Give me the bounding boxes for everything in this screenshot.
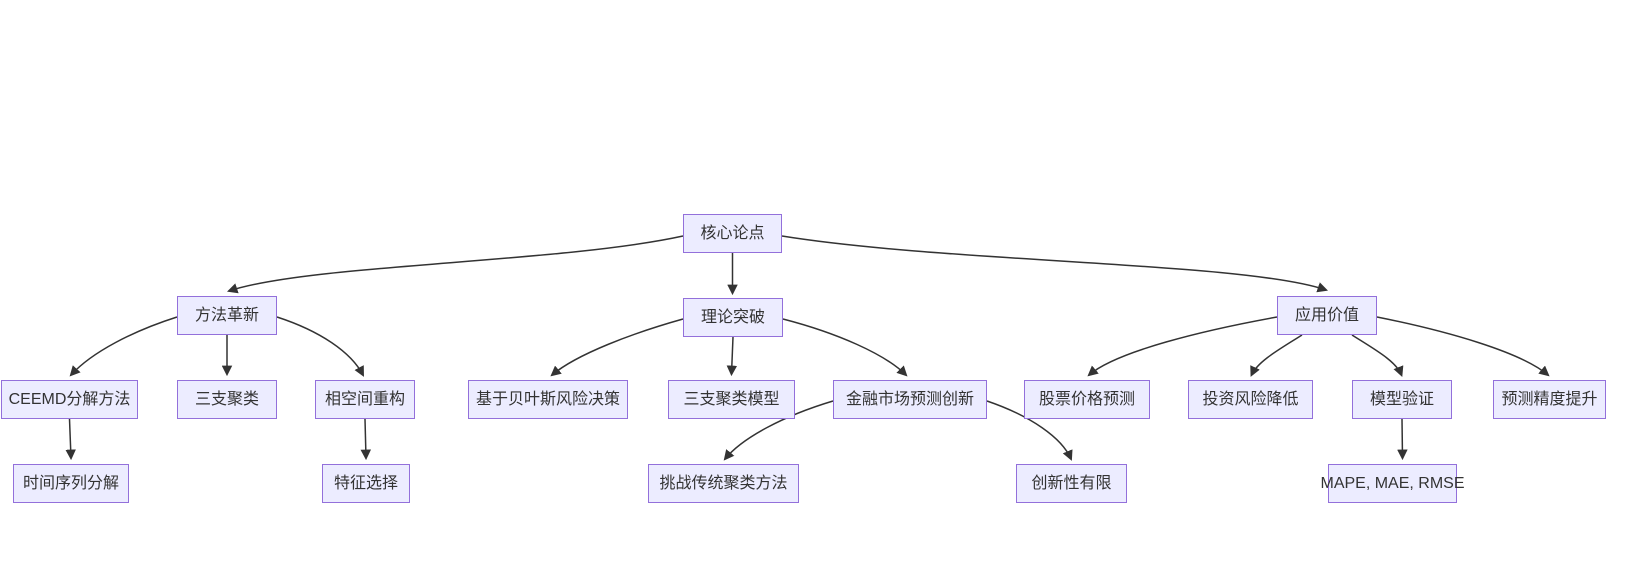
node-three-way-clustering: 三支聚类 xyxy=(177,380,277,419)
edge-model-valid-to-metrics xyxy=(1397,418,1408,461)
edge-theory-to-twc-model xyxy=(726,336,738,377)
node-theory-breakthrough: 理论突破 xyxy=(683,298,783,337)
edge-root-to-value xyxy=(781,235,1328,293)
edge-theory-to-fin-innov xyxy=(782,318,908,377)
node-limited-novelty: 创新性有限 xyxy=(1016,464,1127,503)
node-ceemd-decomposition: CEEMD分解方法 xyxy=(1,380,138,419)
edge-value-to-model-valid xyxy=(1351,334,1404,377)
node-application-value: 应用价值 xyxy=(1277,296,1377,335)
node-investment-risk-reduction: 投资风险降低 xyxy=(1188,380,1313,419)
node-method-innovation: 方法革新 xyxy=(177,296,277,335)
node-stock-price-prediction: 股票价格预测 xyxy=(1024,380,1150,419)
node-three-way-clustering-model: 三支聚类模型 xyxy=(668,380,795,419)
node-model-validation: 模型验证 xyxy=(1352,380,1452,419)
node-challenge-traditional-clustering: 挑战传统聚类方法 xyxy=(648,464,799,503)
edge-value-to-stock xyxy=(1087,316,1278,377)
edge-ceemd-to-ts-decomp xyxy=(65,418,76,461)
node-phase-space-reconstruction: 相空间重构 xyxy=(315,380,415,419)
node-bayesian-risk-decision: 基于贝叶斯风险决策 xyxy=(468,380,628,419)
edge-value-to-precision xyxy=(1376,316,1550,377)
node-core-thesis: 核心论点 xyxy=(683,214,782,253)
node-prediction-accuracy-improvement: 预测精度提升 xyxy=(1493,380,1606,419)
edge-theory-to-bayes xyxy=(550,318,684,377)
node-feature-selection: 特征选择 xyxy=(322,464,410,503)
edge-root-to-method xyxy=(227,235,684,294)
node-metrics-mape-mae-rmse: MAPE, MAE, RMSE xyxy=(1320,464,1465,503)
edge-phase-space-to-feat-sel xyxy=(360,418,372,461)
edge-method-to-phase-space xyxy=(276,316,364,377)
edge-value-to-risk xyxy=(1250,334,1303,377)
node-time-series-decomposition: 时间序列分解 xyxy=(13,464,129,503)
edge-method-to-ceemd xyxy=(69,316,178,377)
node-financial-market-forecast-innovation: 金融市场预测创新 xyxy=(833,380,987,419)
